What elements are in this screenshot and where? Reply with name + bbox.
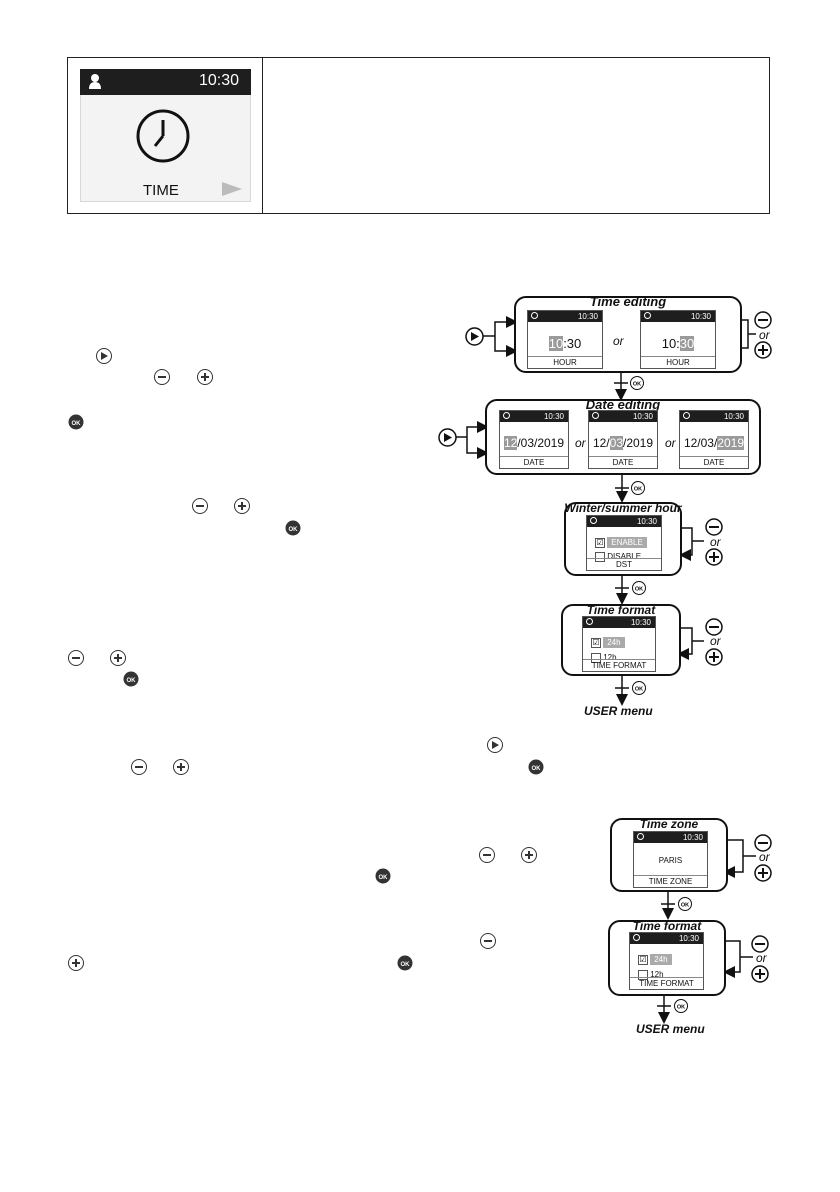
minus-button-icon: [480, 933, 496, 949]
right-arrow-button-icon: [465, 327, 484, 346]
plus-button-icon: [754, 864, 772, 882]
ok-button-icon: OK: [528, 759, 544, 775]
minus-button-icon: [154, 369, 170, 385]
or-label: or: [665, 436, 676, 450]
clock-icon: [637, 833, 644, 840]
checkbox-checked: ☑: [638, 955, 648, 965]
plus-button-icon: [68, 955, 84, 971]
dst-screen: 10:30 ☑ ENABLE DISABLE DST: [586, 515, 662, 571]
svg-text:OK: OK: [72, 421, 82, 427]
minus-button-icon: [754, 311, 772, 329]
time-zone-title: Time zone: [639, 817, 699, 831]
ok-button-icon: OK: [68, 414, 84, 430]
plus-button-icon: [197, 369, 213, 385]
arrow-right-icon: [222, 182, 242, 196]
minus-button-icon: [68, 650, 84, 666]
ok-button-icon: OK: [123, 671, 139, 687]
clock-icon: [586, 618, 593, 625]
ok-button-icon: OK: [397, 955, 413, 971]
ok-button-icon: OK: [630, 376, 644, 390]
svg-text:OK: OK: [532, 766, 542, 772]
tile-status-bar: 10:30: [80, 69, 251, 95]
or-label: or: [756, 951, 767, 965]
clock-icon: [633, 934, 640, 941]
or-label: or: [613, 334, 624, 348]
tile-time: 10:30: [198, 72, 239, 89]
right-arrow-button-icon: [487, 737, 503, 753]
minus-button-icon: [751, 935, 769, 953]
checkbox-checked: ☑: [595, 538, 605, 548]
clock-icon: [683, 412, 690, 419]
svg-text:OK: OK: [635, 687, 643, 693]
ok-button-icon: OK: [285, 520, 301, 536]
date-screen-1: 10:30 12/03/2019 DATE: [499, 410, 569, 469]
plus-button-icon: [705, 648, 723, 666]
clock-icon: [644, 312, 651, 319]
clock-icon: [503, 412, 510, 419]
or-label: or: [575, 436, 586, 450]
ok-button-icon: OK: [375, 868, 391, 884]
date-screen-3: 10:30 12/03/2019 DATE: [679, 410, 749, 469]
minus-button-icon: [131, 759, 147, 775]
svg-text:OK: OK: [681, 903, 689, 909]
svg-text:OK: OK: [127, 678, 137, 684]
minus-button-icon: [705, 518, 723, 536]
or-label: or: [710, 634, 721, 648]
time-format-title: Time format: [586, 603, 656, 617]
clock-icon: [136, 109, 190, 163]
time-editing-title: Time editing: [589, 294, 667, 309]
time-format-screen: 10:30 ☑ 24h 12h TIME FORMAT: [582, 616, 656, 672]
ok-button-icon: OK: [674, 999, 688, 1013]
svg-text:OK: OK: [635, 587, 643, 593]
plus-button-icon: [234, 498, 250, 514]
svg-text:OK: OK: [677, 1005, 685, 1011]
plus-button-icon: [705, 548, 723, 566]
svg-text:OK: OK: [401, 962, 411, 968]
header-divider: [262, 57, 263, 214]
or-label: or: [710, 535, 721, 549]
date-editing-title: Date editing: [585, 397, 661, 412]
user-menu-label-2: USER menu: [636, 1022, 705, 1036]
minus-button-icon: [705, 618, 723, 636]
plus-button-icon: [751, 965, 769, 983]
time-format-screen-2: 10:30 ☑ 24h 12h TIME FORMAT: [629, 932, 704, 990]
time-format-title-2: Time format: [632, 919, 702, 933]
time-zone-screen: 10:30 PARIS TIME ZONE: [633, 831, 708, 888]
svg-text:OK: OK: [633, 382, 641, 388]
plus-button-icon: [173, 759, 189, 775]
ok-button-icon: OK: [631, 481, 645, 495]
clock-icon: [592, 412, 599, 419]
or-label: or: [759, 328, 770, 342]
dst-title: Winter/summer hour: [564, 501, 682, 515]
tile-label: TIME: [143, 182, 179, 199]
svg-text:OK: OK: [634, 487, 642, 493]
minus-button-icon: [479, 847, 495, 863]
user-icon: [89, 74, 101, 89]
ok-button-icon: OK: [678, 897, 692, 911]
svg-text:OK: OK: [379, 875, 389, 881]
user-menu-label: USER menu: [584, 704, 653, 718]
hour-screen-2: 10:30 10:30 HOUR: [640, 310, 716, 369]
plus-button-icon: [754, 341, 772, 359]
minus-button-icon: [192, 498, 208, 514]
plus-button-icon: [521, 847, 537, 863]
ok-button-icon: OK: [632, 681, 646, 695]
svg-text:OK: OK: [289, 527, 299, 533]
right-arrow-button-icon: [438, 428, 457, 447]
clock-icon: [590, 517, 597, 524]
date-screen-2: 10:30 12/03/2019 DATE: [588, 410, 658, 469]
plus-button-icon: [110, 650, 126, 666]
minus-button-icon: [754, 834, 772, 852]
right-arrow-button-icon: [96, 348, 112, 364]
or-label: or: [759, 850, 770, 864]
ok-button-icon: OK: [632, 581, 646, 595]
hour-screen-1: 10:30 10:30 HOUR: [527, 310, 603, 369]
checkbox-checked: ☑: [591, 638, 601, 648]
clock-icon: [531, 312, 538, 319]
header-box: [67, 57, 770, 214]
